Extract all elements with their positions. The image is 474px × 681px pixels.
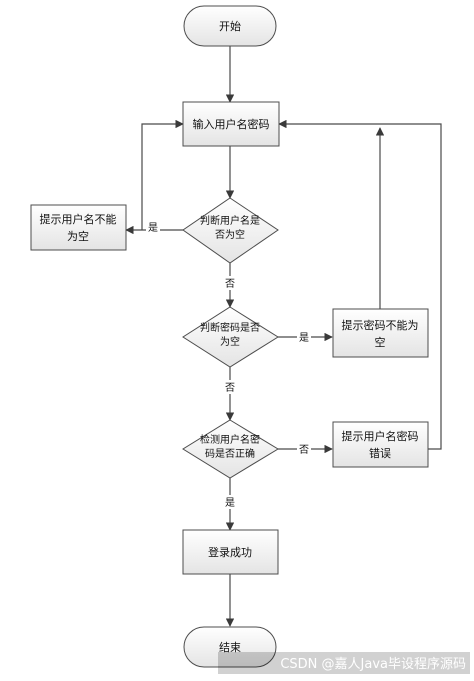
edge-label-no-correct: 否 xyxy=(299,444,309,456)
edge-label-no-user-empty: 否 xyxy=(225,278,235,290)
hint-password-empty-box: 提示密码不能为 空 xyxy=(332,308,429,358)
edge-label-no-pwd-empty: 否 xyxy=(225,382,235,394)
edge-hint-user-empty-back xyxy=(141,119,184,230)
hint-password-empty-line2: 空 xyxy=(375,335,386,349)
hint-password-empty-line1: 提示密码不能为 xyxy=(342,318,419,332)
hint-username-empty-box: 提示用户名不能 为空 xyxy=(30,204,127,251)
login-success-label: 登录成功 xyxy=(208,545,252,559)
decision-credentials-correct-line1: 检测用户名密 xyxy=(200,433,260,446)
start-label: 开始 xyxy=(219,19,241,33)
hint-credentials-wrong-box: 提示用户名密码 错误 xyxy=(332,421,429,468)
login-success-box: 登录成功 xyxy=(182,529,279,575)
decision-credentials-correct: 检测用户名密 码是否正确 xyxy=(182,419,279,479)
input-credentials-box: 输入用户名密码 xyxy=(182,101,280,147)
edge-label-yes-user-empty: 是 xyxy=(148,222,158,234)
hint-credentials-wrong-line2: 错误 xyxy=(369,446,391,460)
hint-credentials-wrong-line1: 提示用户名密码 xyxy=(342,429,419,443)
decision-username-empty: 判断用户名是 否为空 xyxy=(182,197,279,264)
hint-username-empty-line2: 为空 xyxy=(67,229,89,243)
decision-password-empty-line2: 为空 xyxy=(220,335,240,348)
decision-credentials-correct-line2: 码是否正确 xyxy=(205,447,255,460)
start-terminal: 开始 xyxy=(183,5,277,47)
end-terminal: 结束 xyxy=(183,626,277,668)
watermark: CSDN @嘉人Java毕设程序源码 xyxy=(218,652,470,674)
edge-label-yes-correct: 是 xyxy=(225,497,235,509)
decision-password-empty-line1: 判断密码是否 xyxy=(200,321,260,334)
edge-label-yes-pwd-empty: 是 xyxy=(299,332,309,344)
decision-username-empty-line1: 判断用户名是 xyxy=(200,214,260,227)
edge-hint-wrong-back xyxy=(278,119,442,450)
input-credentials-label: 输入用户名密码 xyxy=(193,117,270,131)
watermark-text: CSDN @嘉人Java毕设程序源码 xyxy=(280,657,466,672)
decision-username-empty-line2: 否为空 xyxy=(215,228,245,241)
hint-username-empty-line1: 提示用户名不能 xyxy=(40,212,117,226)
end-label: 结束 xyxy=(219,641,241,654)
decision-password-empty: 判断密码是否 为空 xyxy=(182,306,279,368)
